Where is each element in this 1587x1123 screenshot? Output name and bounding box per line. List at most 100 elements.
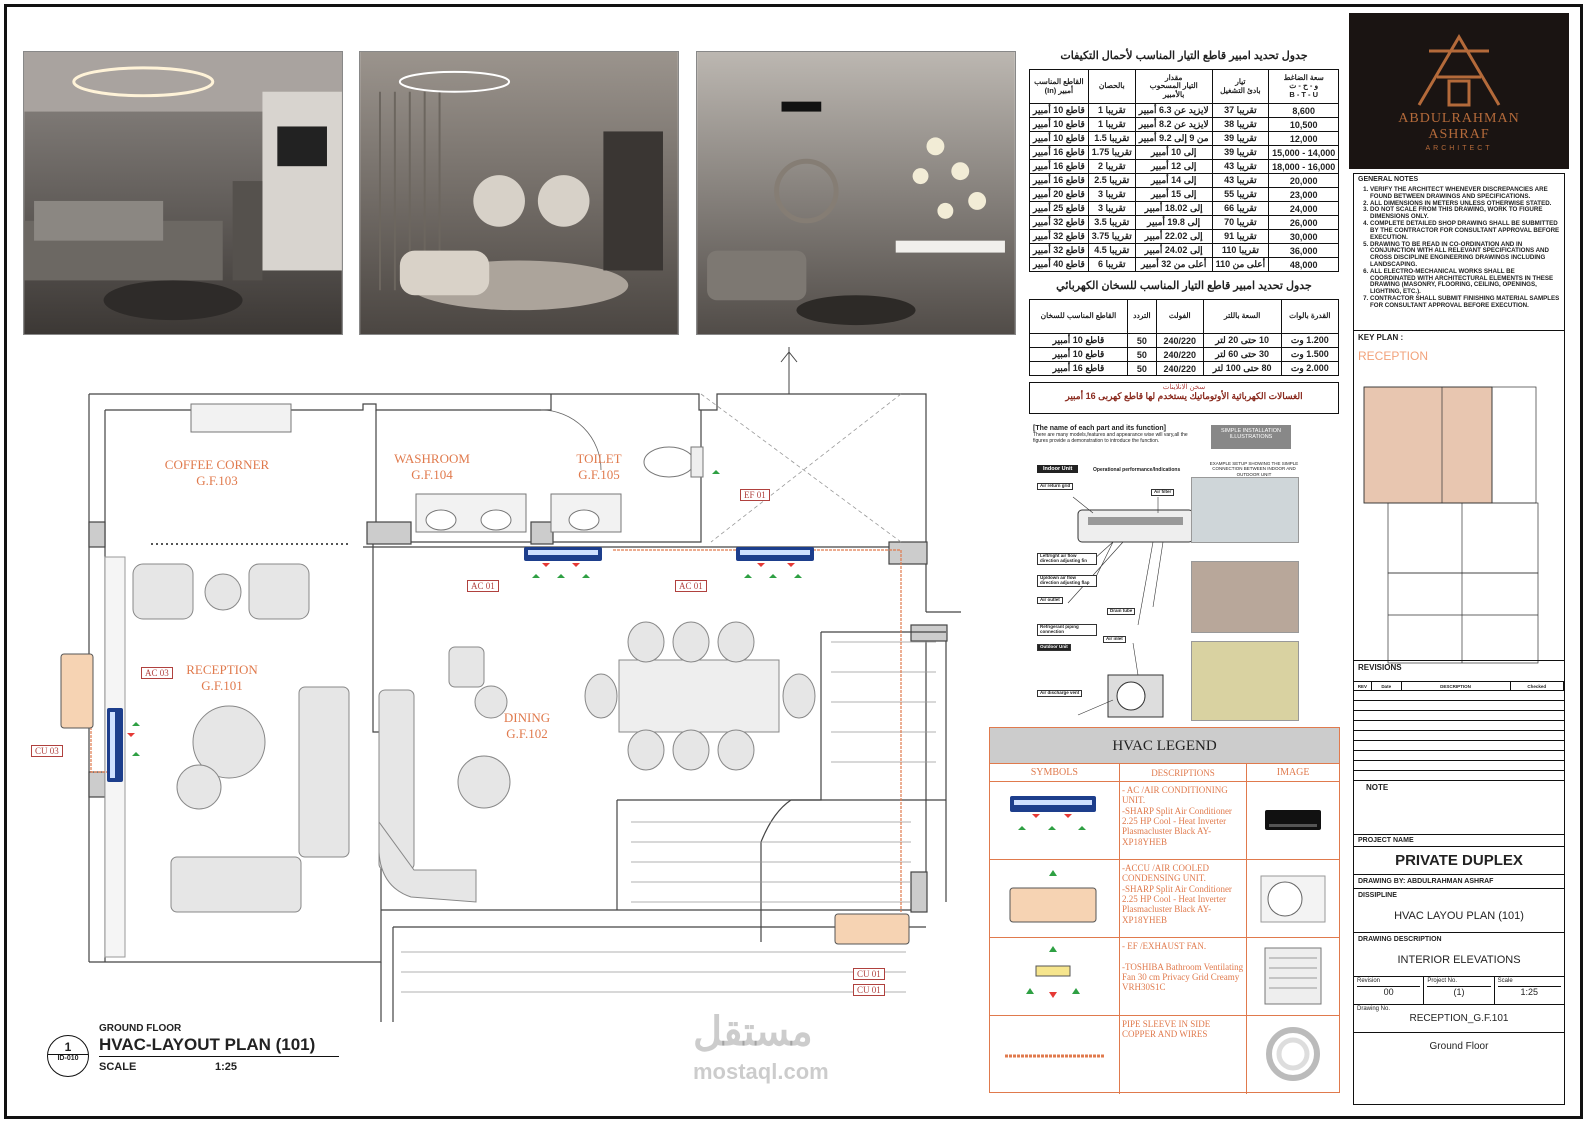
table1-cell: قاطع 25 أمبير bbox=[1029, 201, 1089, 216]
render-reception bbox=[359, 51, 679, 335]
table1-header: سعة الضاغط و - ح - ت B - T - U bbox=[1268, 69, 1340, 104]
ac-unit-symbol-icon bbox=[1010, 796, 1096, 830]
tag-cu-01-a: CU 01 bbox=[853, 968, 885, 980]
logo-name-line1: ABDULRAHMAN bbox=[1398, 111, 1520, 126]
general-note: ALL ELECTRO-MECHANICAL WORKS SHALL BE CO… bbox=[1370, 268, 1560, 296]
room-reception-name: RECEPTION bbox=[186, 662, 258, 677]
manual-part-label: Left/right air flow direction adjusting … bbox=[1037, 553, 1097, 565]
table1-cell: 16,000 - 18,000 bbox=[1268, 159, 1340, 174]
legend-col-desc: DESCRIPTIONS bbox=[1120, 764, 1248, 781]
table2-cell: قاطع 16 أمبير bbox=[1029, 361, 1128, 376]
legend-row-accu: -ACCU /AIR COOLED CONDENSING UNIT. -SHAR… bbox=[990, 860, 1339, 938]
house-a-logo-icon bbox=[1417, 34, 1501, 107]
drawing-no: RECEPTION_G.F.101 bbox=[1409, 1013, 1509, 1024]
pipe-sleeve-photo-icon bbox=[1266, 1027, 1320, 1081]
table1-cell: قاطع 10 أمبير bbox=[1029, 117, 1089, 132]
key-plan-highlight-label: RECEPTION bbox=[1358, 349, 1429, 363]
render-dining bbox=[696, 51, 1016, 335]
table1-cell: 36,000 bbox=[1268, 243, 1340, 258]
tag-ac-01-a: AC 01 bbox=[467, 580, 499, 592]
table1-cell: 8,600 bbox=[1268, 103, 1340, 118]
manual-diagram bbox=[1067, 496, 1194, 718]
table1-cell: قاطع 32 أمبير bbox=[1029, 215, 1089, 230]
manual-part-label: Air discharge vent bbox=[1037, 690, 1083, 697]
room-reception-code: G.F.101 bbox=[201, 677, 243, 693]
manual-ops-label: Operational performance/Indications bbox=[1093, 467, 1181, 473]
manual-part-label: Air filter bbox=[1151, 489, 1175, 496]
tag-cu-01-b: CU 01 bbox=[853, 984, 885, 996]
key-plan-section: KEY PLAN : RECEPTION bbox=[1354, 330, 1564, 664]
table1-cell: إلى 12 أمبير bbox=[1134, 159, 1213, 174]
pipe-sleeve-symbol-icon bbox=[1005, 1054, 1105, 1058]
table1-cell: تقريبا 2.5 bbox=[1087, 173, 1136, 188]
scale-value: 1:25 bbox=[1497, 986, 1561, 997]
legend-row-pipe: PIPE SLEEVE IN SIDE COPPER AND WIRES bbox=[990, 1016, 1339, 1094]
table1-cell: تقريبا 3.75 bbox=[1087, 229, 1136, 244]
table1-cell: 26,000 bbox=[1268, 215, 1340, 230]
table1-cell: تقريبا 4.5 bbox=[1087, 243, 1136, 258]
table1-cell: 23,000 bbox=[1268, 187, 1340, 202]
table1-cell: تقريبا 38 bbox=[1211, 117, 1270, 132]
manual-photo-3 bbox=[1191, 641, 1299, 721]
table1-cell: تقريبا 91 bbox=[1211, 229, 1270, 244]
legend-title: HVAC LEGEND bbox=[990, 728, 1339, 764]
table2-title: جدول تحديد امبير قاطع التيار المناسب للس… bbox=[1056, 280, 1312, 292]
table1-cell: إلى 24.02 أمبير bbox=[1134, 243, 1213, 258]
key-plan-label: KEY PLAN : bbox=[1358, 333, 1404, 342]
table1-cell: من 9 إلى 9.2 أمبير bbox=[1134, 131, 1213, 146]
room-dining-code: G.F.102 bbox=[506, 725, 548, 741]
drawing-scale: 1:25 bbox=[215, 1061, 238, 1073]
table1-cell: تقريبا 39 bbox=[1211, 131, 1270, 146]
revision-column: Checked bbox=[1511, 682, 1564, 690]
manual-example: EXAMPLE SETUP SHOWING THE SIMPLE CONNECT… bbox=[1209, 461, 1299, 477]
note-label: NOTE bbox=[1366, 783, 1389, 792]
tag-cu-03: CU 03 bbox=[31, 745, 63, 757]
key-plan-drawing bbox=[1363, 386, 1539, 664]
manual-part-label: Outdoor Unit bbox=[1037, 644, 1071, 651]
discipline-label: DISSIPLINE bbox=[1354, 888, 1564, 902]
room-coffee-corner-code: G.F.103 bbox=[196, 472, 238, 488]
table1-cell: تقريبا 1.5 bbox=[1087, 131, 1136, 146]
table1-cell: قاطع 10 أمبير bbox=[1029, 131, 1089, 146]
legend-desc-pipe: PIPE SLEEVE IN SIDE COPPER AND WIRES bbox=[1120, 1016, 1247, 1094]
manual-part-label: Air outlet bbox=[1037, 597, 1063, 604]
general-note: DRAWING TO BE READ IN CO-ORDINATION AND … bbox=[1370, 241, 1560, 269]
table1-cell: إلى 10 أمبير bbox=[1134, 145, 1213, 160]
table1-cell: 30,000 bbox=[1268, 229, 1340, 244]
architect-logo: ABDULRAHMAN ASHRAF ARCHITECT bbox=[1349, 13, 1569, 169]
table2-header: الفولت bbox=[1155, 299, 1204, 334]
manual-part-label: Air inlet bbox=[1103, 636, 1126, 643]
title-block: GENERAL NOTES VERIFY THE ARCHITECT WHENE… bbox=[1353, 173, 1565, 1105]
condensing-unit-photo-icon bbox=[1260, 875, 1326, 923]
table1-cell: قاطع 16 أمبير bbox=[1029, 145, 1089, 160]
table1-cell: تقريبا 39 bbox=[1211, 145, 1270, 160]
manual-badge: SIMPLE INSTALLATION ILLUSTRATIONS bbox=[1211, 425, 1291, 449]
drawing-sheet: جدول تحديد امبير قاطع التيار المناسب لأح… bbox=[4, 4, 1583, 1119]
table1-header: القاطع المناسب أمبير (In) bbox=[1029, 69, 1089, 104]
table1-cell: أعلى من 110 bbox=[1211, 257, 1270, 272]
legend-desc-ef: - EF /EXHAUST FAN. -TOSHIBA Bathroom Ven… bbox=[1120, 938, 1247, 1015]
table2-cell: 240/220 bbox=[1155, 333, 1204, 348]
table1-cell: تقريبا 1.75 bbox=[1087, 145, 1136, 160]
room-toilet-code: G.F.105 bbox=[578, 466, 620, 482]
general-note: CONTRACTOR SHALL SUBMIT FINISHING MATERI… bbox=[1370, 295, 1560, 310]
table2-header: التردد bbox=[1126, 299, 1157, 334]
table1-cell: تقريبا 43 bbox=[1211, 159, 1270, 174]
drawing-number: 1 bbox=[64, 1040, 72, 1054]
manual-photo-2 bbox=[1191, 561, 1299, 633]
table2-cell: قاطع 10 أمبير bbox=[1029, 333, 1128, 348]
table1-cell: تقريبا 43 bbox=[1211, 173, 1270, 188]
revisions-label: REVISIONS bbox=[1358, 663, 1402, 672]
floor-name: Ground Floor bbox=[1354, 1032, 1564, 1060]
manual-intro: There are many models,features and appea… bbox=[1033, 432, 1188, 444]
table2-header: السعة باللتر bbox=[1202, 299, 1282, 334]
